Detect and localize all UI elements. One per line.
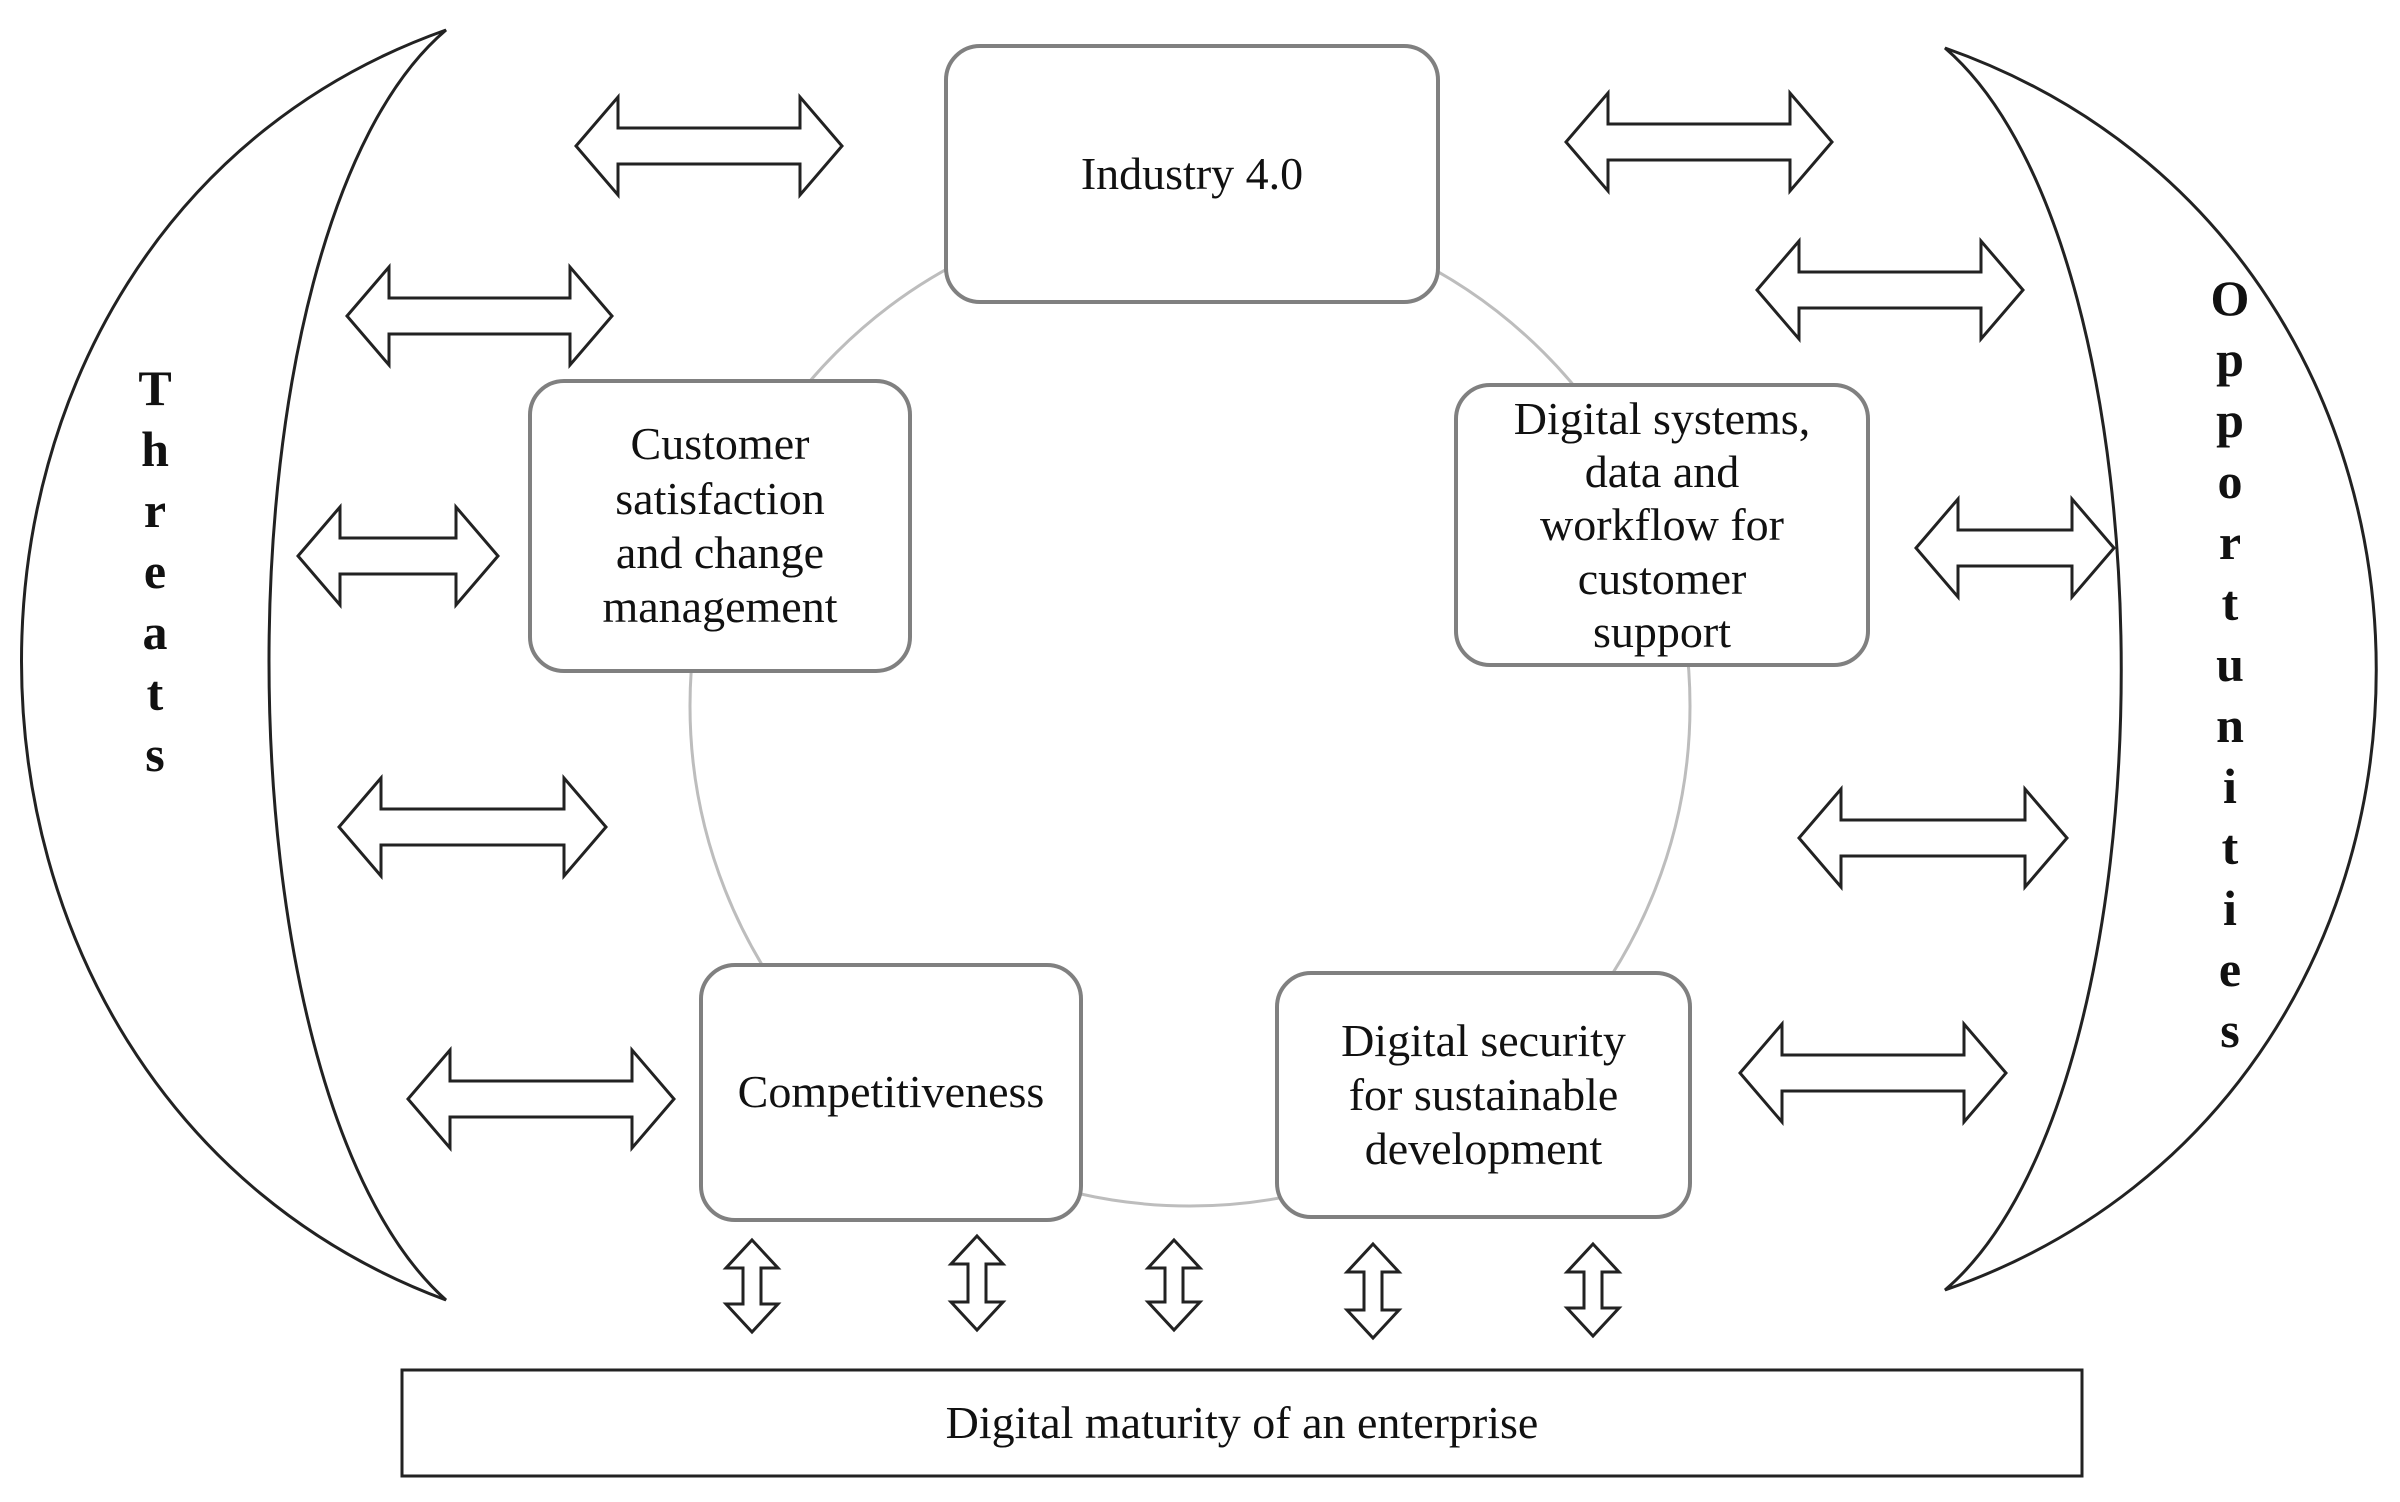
double-arrow-icon <box>296 502 500 610</box>
security-box-outline <box>1275 971 1692 1219</box>
vertical-double-arrow-icon <box>1343 1241 1403 1341</box>
opportunities-letter: r <box>2218 514 2242 570</box>
customer-line-2: satisfaction <box>615 472 825 524</box>
competitiveness-label: Competitiveness <box>737 1066 1045 1118</box>
vertical-double-arrow-icon <box>1563 1241 1623 1339</box>
double-arrow-icon <box>574 92 844 200</box>
double-arrow-icon <box>1738 1019 2008 1127</box>
threats-letter: e <box>143 543 167 599</box>
maturity-node: Digital maturity of an enterprise <box>402 1370 2082 1476</box>
threats-letter: s <box>145 726 165 782</box>
double-arrow-icon <box>1564 88 1834 196</box>
opportunities-letter: u <box>2216 636 2244 692</box>
threats-letter: a <box>142 604 168 660</box>
digital-systems-line-1: Digital systems, <box>1513 392 1811 444</box>
maturity-box-outline <box>400 1368 2084 1478</box>
customer-node: Customer satisfaction and change managem… <box>530 381 910 671</box>
double-arrow-icon <box>1797 784 2069 892</box>
industry-node: Industry 4.0 <box>946 46 1438 302</box>
competitiveness-node: Competitiveness <box>701 965 1081 1220</box>
vertical-double-arrow-icon <box>947 1233 1007 1333</box>
threats-crescent <box>20 28 447 1302</box>
digital-systems-box-outline <box>1454 383 1870 667</box>
opportunities-letter: i <box>2223 880 2237 936</box>
digital-systems-line-2: data and <box>1584 445 1740 497</box>
industry-box-outline <box>944 44 1440 304</box>
double-arrow-icon <box>1755 236 2025 344</box>
opportunities-letter: p <box>2216 331 2244 387</box>
security-line-1: Digital security <box>1341 1014 1626 1066</box>
security-line-2: for sustainable <box>1348 1068 1619 1120</box>
industry-label: Industry 4.0 <box>1080 147 1304 199</box>
double-arrow-icon <box>337 773 608 881</box>
opportunities-letter: s <box>2220 1002 2240 1058</box>
opportunities-letter: i <box>2223 758 2237 814</box>
customer-line-4: management <box>602 581 838 633</box>
double-arrow-icon <box>406 1045 676 1153</box>
digital-systems-line-3: workflow for <box>1540 499 1784 551</box>
security-line-3: development <box>1364 1123 1603 1175</box>
double-arrow-icon <box>345 262 614 370</box>
customer-line-1: Customer <box>630 418 810 470</box>
opportunities-crescent <box>1944 46 2378 1292</box>
opportunities-letter: n <box>2216 697 2244 753</box>
security-node: Digital security for sustainable develop… <box>1277 973 1690 1217</box>
threats-letter: r <box>143 482 167 538</box>
opportunities-letter: t <box>2221 575 2239 631</box>
threats-letter: t <box>146 665 164 721</box>
vertical-double-arrow-icon <box>722 1237 782 1335</box>
customer-line-3: and change <box>615 527 825 578</box>
threats-letter: T <box>138 360 172 416</box>
opportunities-letter: O <box>2210 270 2250 326</box>
vertical-double-arrow-icon <box>1144 1237 1204 1333</box>
maturity-label: Digital maturity of an enterprise <box>945 1396 1539 1448</box>
threats-letter: h <box>141 421 169 477</box>
opportunities-letter: p <box>2216 392 2244 448</box>
customer-box-outline <box>528 379 912 673</box>
digital-systems-node: Digital systems, data and workflow for c… <box>1456 385 1868 665</box>
opportunities-letter: o <box>2217 453 2243 509</box>
competitiveness-box-outline <box>699 963 1083 1222</box>
opportunities-letter: e <box>2218 941 2242 997</box>
double-arrow-icon <box>1914 494 2116 602</box>
opportunities-letter: t <box>2221 819 2239 875</box>
digital-systems-line-5: support <box>1593 606 1731 658</box>
digital-systems-line-4: customer <box>1577 552 1747 604</box>
